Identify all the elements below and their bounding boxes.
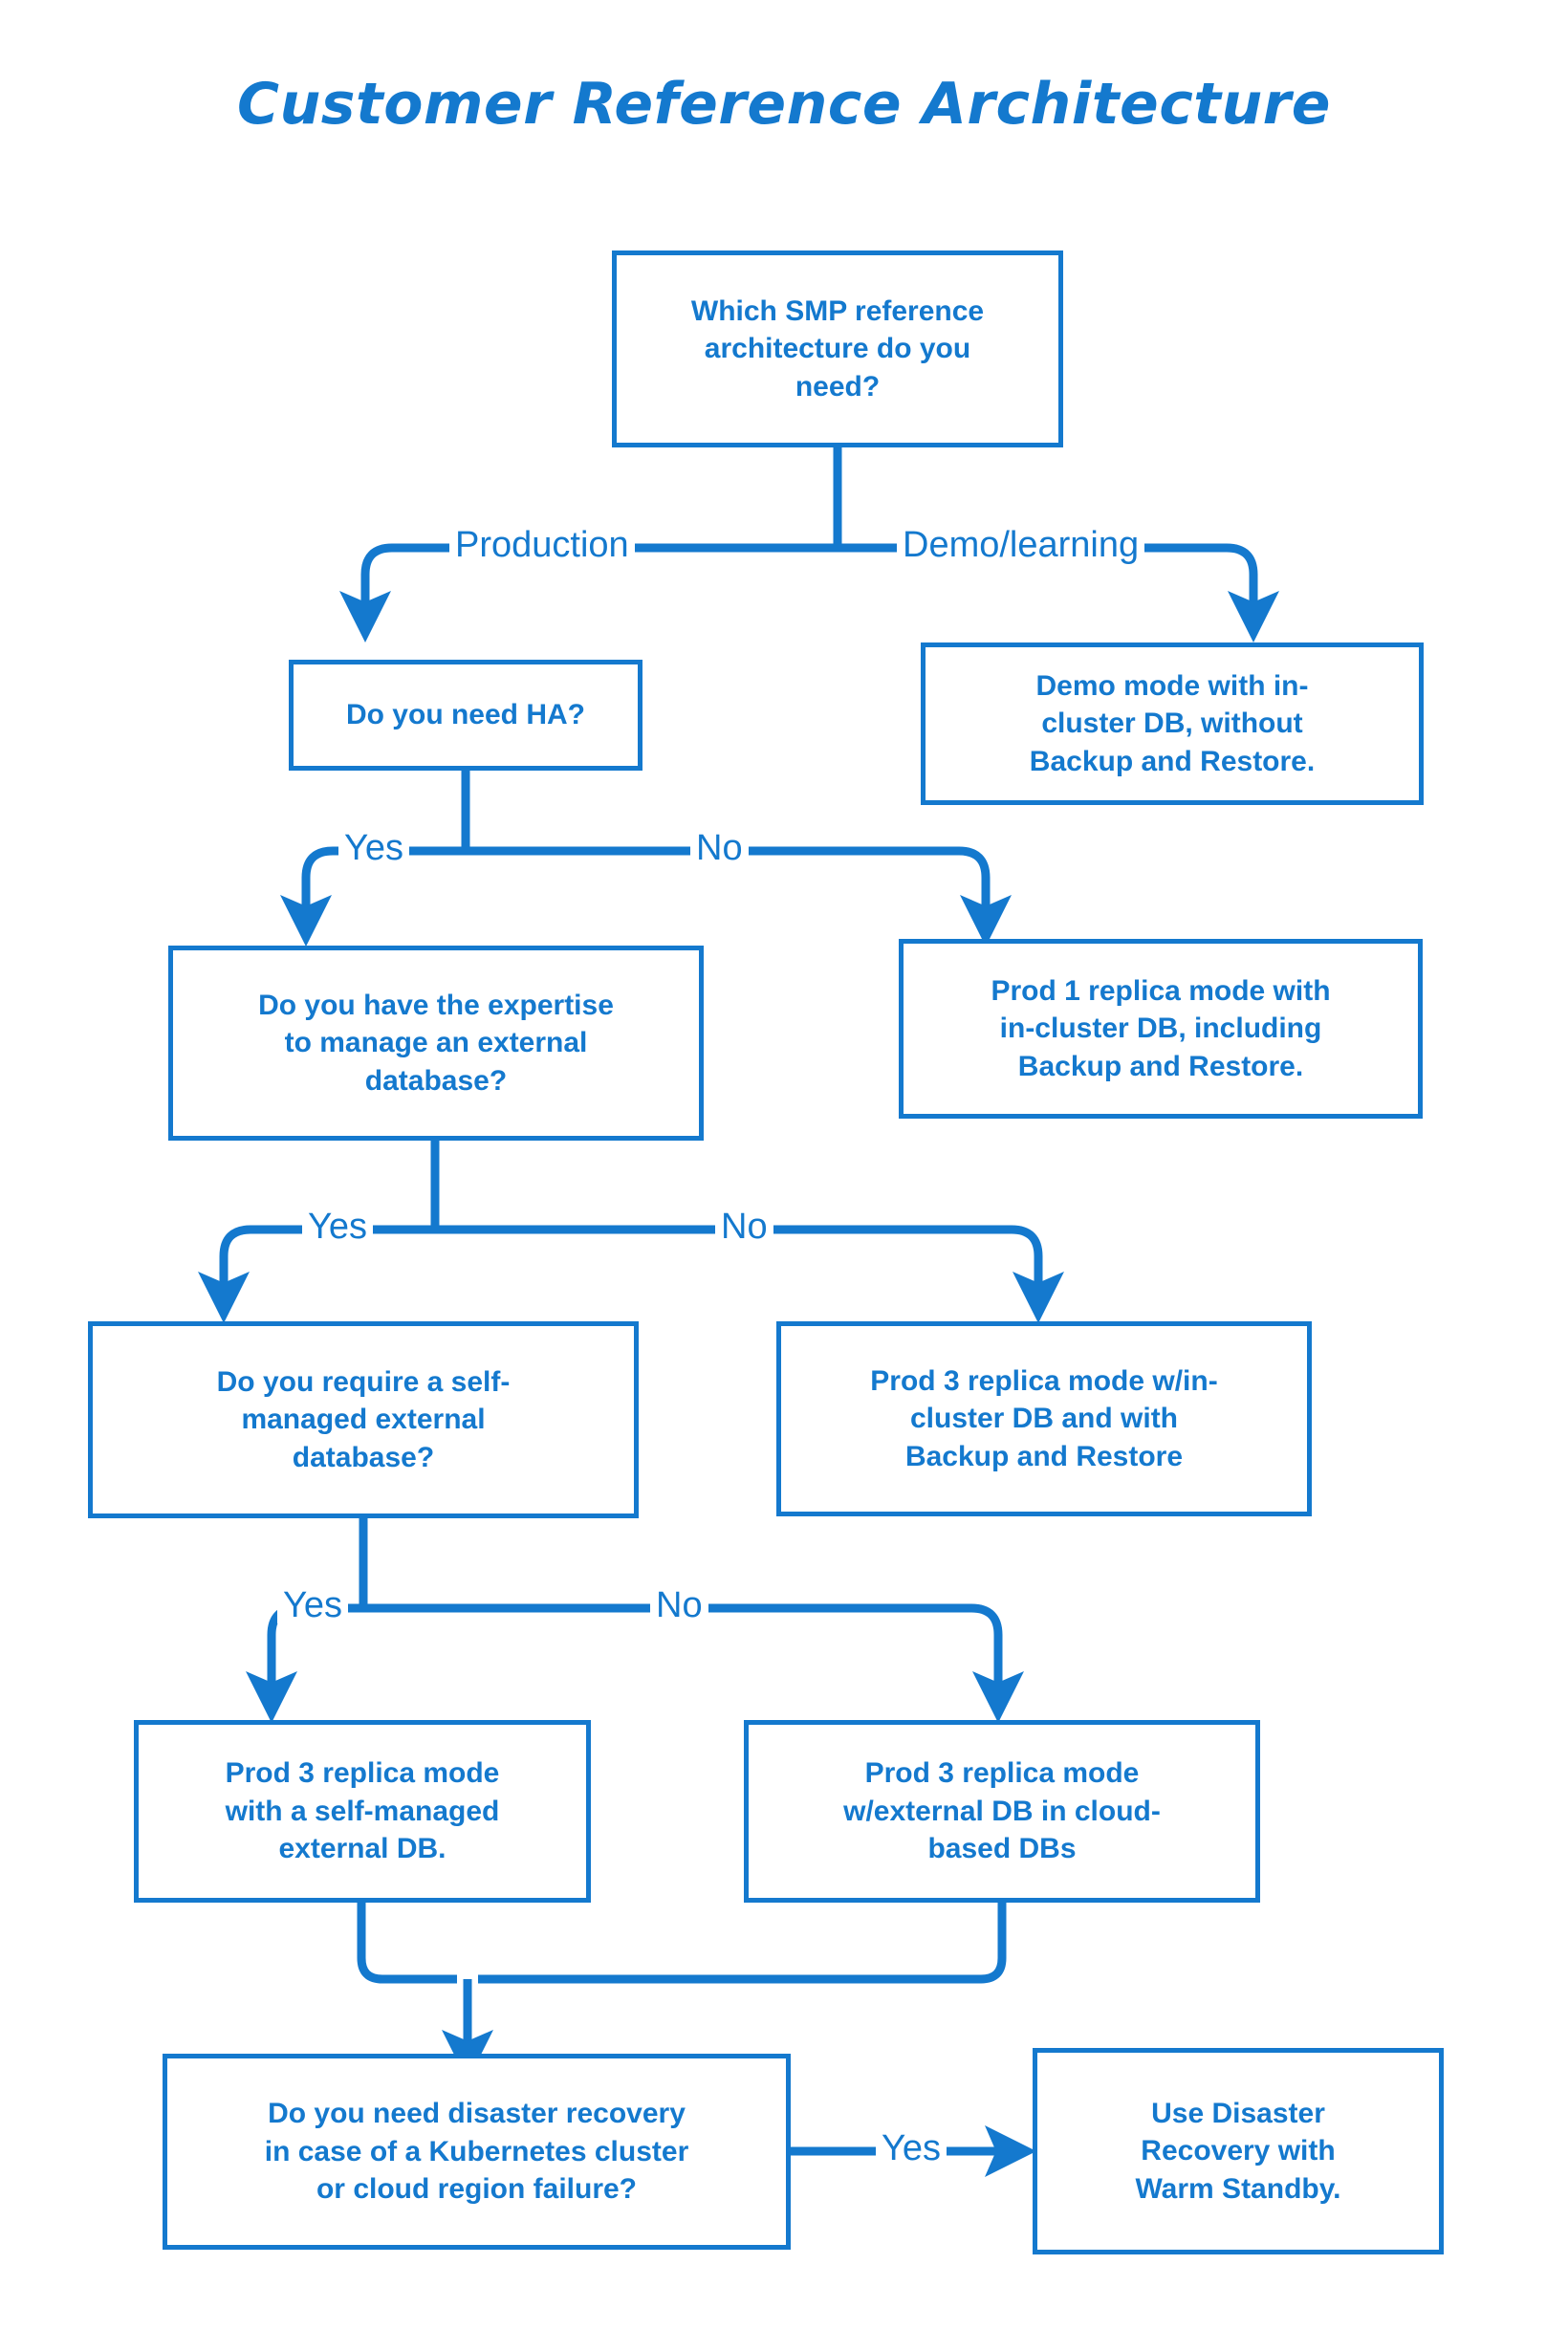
node-warm-standby[interactable]: Use Disaster Recovery with Warm Standby. xyxy=(1033,2048,1444,2254)
node-disaster-recovery-label: Do you need disaster recovery in case of… xyxy=(264,2098,689,2206)
node-prod3-selfmanaged[interactable]: Prod 3 replica mode with a self-managed … xyxy=(134,1720,591,1903)
node-prod1[interactable]: Prod 1 replica mode with in-cluster DB, … xyxy=(899,939,1423,1119)
edge-label-production: Production xyxy=(449,527,635,563)
node-prod3-incluster-label: Prod 3 replica mode w/in- cluster DB and… xyxy=(870,1364,1218,1472)
edge-label-ha-yes: Yes xyxy=(338,830,409,866)
edge-prod3cloud-merge xyxy=(478,1903,1007,1984)
node-prod3-incluster[interactable]: Prod 3 replica mode w/in- cluster DB and… xyxy=(776,1321,1312,1516)
node-self-managed[interactable]: Do you require a self- managed external … xyxy=(88,1321,639,1518)
edge-prod3self-merge xyxy=(357,1903,457,1984)
page-title: Customer Reference Architecture xyxy=(237,71,1331,138)
edge-label-expertise-no: No xyxy=(715,1209,773,1245)
node-start[interactable]: Which SMP reference architecture do you … xyxy=(612,250,1063,447)
edge-label-demo-learning: Demo/learning xyxy=(897,527,1145,563)
node-prod3-cloud-label: Prod 3 replica mode w/external DB in clo… xyxy=(843,1757,1161,1865)
node-demo-mode[interactable]: Demo mode with in- cluster DB, without B… xyxy=(921,642,1424,805)
node-prod3-selfmanaged-label: Prod 3 replica mode with a self-managed … xyxy=(225,1757,500,1865)
node-disaster-recovery[interactable]: Do you need disaster recovery in case of… xyxy=(163,2054,791,2250)
node-need-ha[interactable]: Do you need HA? xyxy=(289,660,642,771)
edge-label-expertise-yes: Yes xyxy=(302,1209,373,1245)
node-expertise-label: Do you have the expertise to manage an e… xyxy=(258,989,614,1097)
edge-label-ha-no: No xyxy=(690,830,749,866)
edge-label-selfmanaged-no: No xyxy=(650,1587,708,1623)
node-prod3-cloud[interactable]: Prod 3 replica mode w/external DB in clo… xyxy=(744,1720,1260,1903)
edge-label-dr-yes: Yes xyxy=(876,2130,947,2167)
node-warm-standby-label: Use Disaster Recovery with Warm Standby. xyxy=(1135,2097,1341,2205)
node-prod1-label: Prod 1 replica mode with in-cluster DB, … xyxy=(991,974,1331,1082)
node-start-label: Which SMP reference architecture do you … xyxy=(690,294,985,403)
node-need-ha-label: Do you need HA? xyxy=(345,699,585,731)
node-expertise[interactable]: Do you have the expertise to manage an e… xyxy=(168,946,704,1141)
node-demo-mode-label: Demo mode with in- cluster DB, without B… xyxy=(1029,669,1316,777)
node-self-managed-label: Do you require a self- managed external … xyxy=(216,1365,511,1473)
edge-label-selfmanaged-yes: Yes xyxy=(277,1587,348,1623)
